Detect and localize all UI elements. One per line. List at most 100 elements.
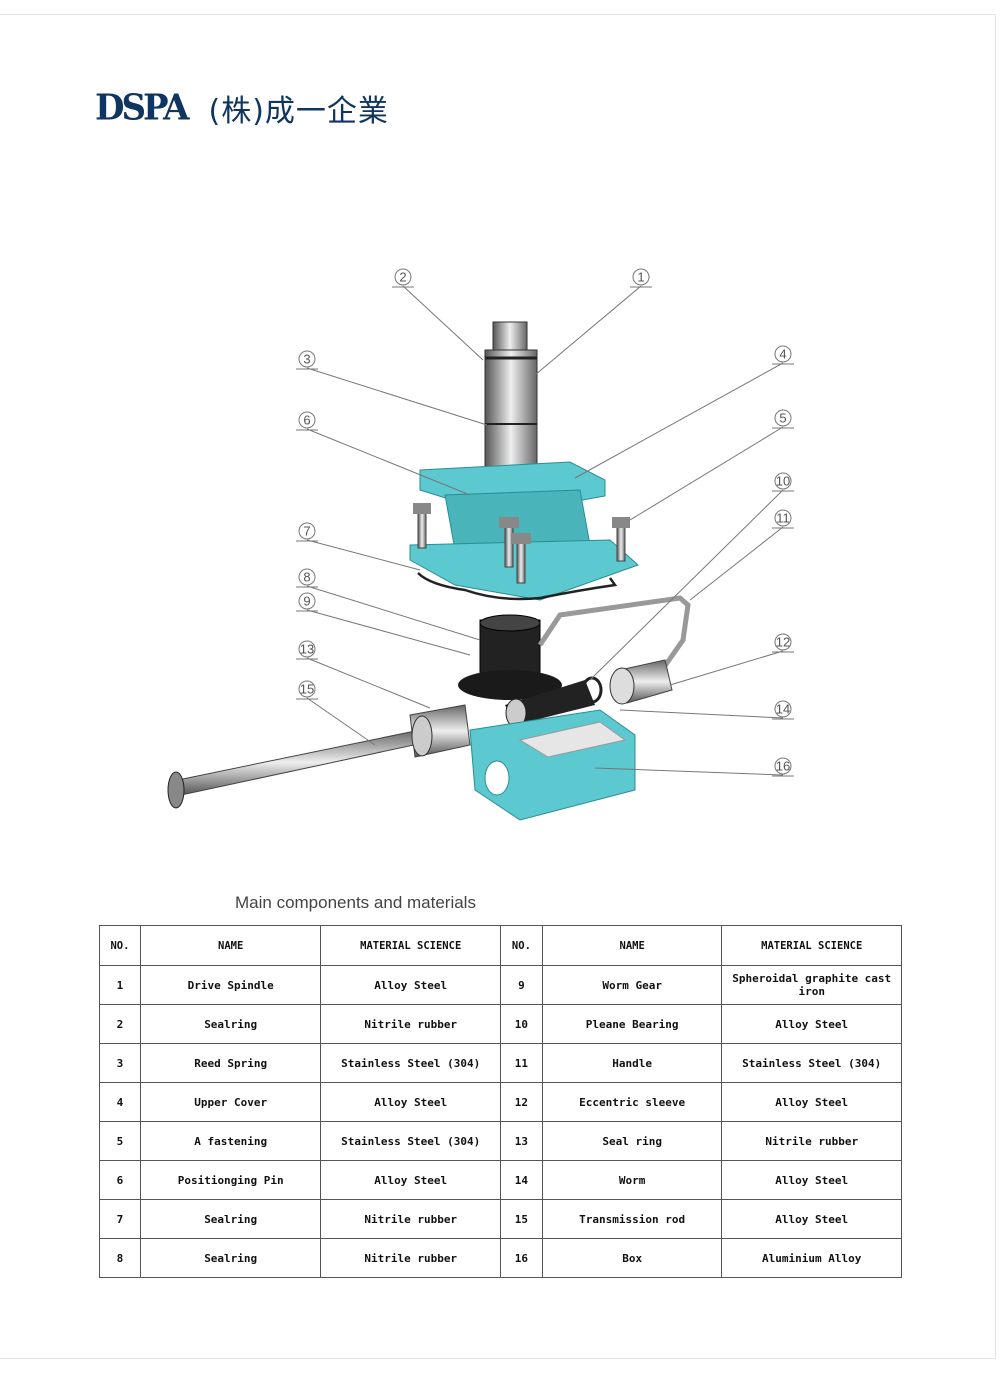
- callout-10: 10: [589, 472, 794, 681]
- leader-line: [629, 426, 784, 521]
- callout-circle: [774, 409, 792, 427]
- page-border-top: [0, 14, 996, 15]
- part-material: Stainless Steel (304): [320, 1121, 501, 1161]
- callout-circle: [774, 345, 792, 363]
- header-no: NO.: [99, 925, 141, 966]
- part-number: 7: [99, 1199, 141, 1239]
- callout-circle: [632, 268, 650, 286]
- callout-number: 15: [300, 682, 314, 697]
- part-material: Stainless Steel (304): [320, 1043, 501, 1083]
- leader-line: [306, 697, 376, 746]
- callout-circle: [298, 592, 316, 610]
- company-name: (株)成一企業: [208, 94, 389, 129]
- fasteners: [413, 503, 630, 584]
- part-number: 12: [499, 1082, 543, 1122]
- upper-cover: [409, 461, 639, 601]
- leader-line: [534, 285, 642, 376]
- sealring: [417, 572, 618, 601]
- header-name: NAME: [541, 925, 723, 966]
- part-name: Transmission rod: [541, 1199, 723, 1239]
- part-name: Handle: [541, 1043, 723, 1083]
- part-name: Box: [541, 1238, 723, 1278]
- transmission-rod: [167, 704, 471, 809]
- part-name: Eccentric sleeve: [541, 1082, 723, 1122]
- worm-gear: [458, 614, 562, 700]
- part-number: 15: [499, 1199, 543, 1239]
- leader-line: [306, 539, 421, 571]
- part-number: 16: [499, 1238, 543, 1278]
- part-number: 4: [99, 1082, 141, 1122]
- part-number: 2: [99, 1004, 141, 1044]
- leader-line: [594, 767, 784, 776]
- part-material: Nitrile rubber: [320, 1004, 501, 1044]
- callout-number: 13: [300, 642, 314, 657]
- callout-14: 14: [619, 700, 794, 720]
- part-number: 1: [99, 965, 141, 1005]
- part-material: Alloy Steel: [721, 1199, 902, 1239]
- callout-number: 10: [776, 474, 790, 489]
- callout-number: 5: [779, 411, 786, 426]
- header-name: NAME: [139, 925, 322, 966]
- part-name: Pleane Bearing: [541, 1004, 723, 1044]
- part-material: Aluminium Alloy: [721, 1238, 902, 1278]
- part-material: Alloy Steel: [721, 1082, 902, 1122]
- part-material: Alloy Steel: [320, 965, 501, 1005]
- callout-16: 16: [594, 757, 794, 777]
- callout-number: 3: [303, 352, 310, 367]
- header-material: MATERIAL SCIENCE: [721, 925, 902, 966]
- leader-line: [306, 657, 431, 709]
- callout-6: 6: [296, 411, 471, 496]
- part-material: Alloy Steel: [320, 1082, 501, 1122]
- logo-mark: DSPA: [95, 87, 189, 129]
- callout-5: 5: [629, 409, 794, 521]
- leader-line: [574, 362, 784, 479]
- part-name: Seal ring: [541, 1121, 723, 1161]
- callout-number: 14: [776, 702, 790, 717]
- part-material: Alloy Steel: [320, 1160, 501, 1200]
- callout-15: 15: [296, 680, 376, 746]
- callout-circle: [298, 568, 316, 586]
- part-name: Sealring: [139, 1199, 322, 1239]
- part-name: A fastening: [139, 1121, 322, 1161]
- callout-1: 1: [534, 268, 652, 376]
- callout-8: 8: [296, 568, 481, 641]
- part-number: 5: [99, 1121, 141, 1161]
- leader-line: [669, 650, 784, 686]
- callout-7: 7: [296, 522, 421, 571]
- part-name: Upper Cover: [139, 1082, 322, 1122]
- part-material: Nitrile rubber: [721, 1121, 902, 1161]
- page-border-right: [995, 14, 996, 1359]
- leader-line: [589, 489, 784, 681]
- leader-line: [306, 585, 481, 641]
- callout-circle: [774, 633, 792, 651]
- leader-line: [689, 526, 784, 601]
- callout-circle: [298, 411, 316, 429]
- part-material: Nitrile rubber: [320, 1238, 501, 1278]
- part-number: 13: [499, 1121, 543, 1161]
- callout-circle: [774, 509, 792, 527]
- part-number: 3: [99, 1043, 141, 1083]
- leader-line: [619, 709, 784, 719]
- part-number: 10: [499, 1004, 543, 1044]
- callout-9: 9: [296, 592, 471, 656]
- callout-circle: [298, 680, 316, 698]
- header-material: MATERIAL SCIENCE: [320, 925, 501, 966]
- handle: [537, 595, 691, 682]
- callout-circle: [394, 268, 412, 286]
- part-name: Sealring: [139, 1004, 322, 1044]
- table-header-row: NO. NAME MATERIAL SCIENCE NO. NAME MATER…: [99, 925, 902, 966]
- leader-line: [402, 285, 484, 361]
- part-material: Alloy Steel: [721, 1004, 902, 1044]
- callout-number: 2: [399, 270, 406, 285]
- callout-circle: [298, 350, 316, 368]
- part-material: Nitrile rubber: [320, 1199, 501, 1239]
- callout-3: 3: [296, 350, 488, 426]
- callout-4: 4: [574, 345, 794, 479]
- callout-13: 13: [296, 640, 431, 709]
- callout-number: 12: [776, 635, 790, 650]
- callout-number: 4: [779, 347, 786, 362]
